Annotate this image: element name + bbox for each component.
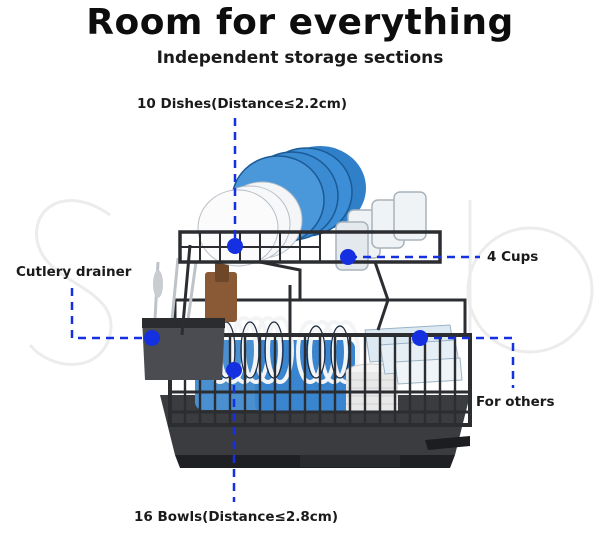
cutlery-caddy (142, 257, 237, 380)
callout-lines (70, 118, 515, 502)
bowls-marker (226, 362, 242, 378)
cutlery-callout-line (70, 288, 150, 340)
cutlery-callout-label: Cutlery drainer (16, 264, 132, 280)
others-marker (412, 330, 428, 346)
dishes-callout-label: 10 Dishes(Distance≤2.2cm) (137, 96, 347, 112)
callout-markers (144, 238, 428, 378)
cups-marker (340, 249, 356, 265)
others-callout-line (420, 336, 515, 388)
cups-callout-label: 4 Cups (487, 249, 539, 265)
page-subtitle: Independent storage sections (156, 48, 444, 68)
cutlery-marker (144, 330, 160, 346)
page-title: Room for everything (86, 2, 514, 43)
upper-rack (178, 146, 442, 336)
bowls-callout-label: 16 Bowls(Distance≤2.8cm) (134, 509, 339, 525)
others-callout-label: For others (476, 394, 555, 410)
cups (335, 191, 427, 271)
dishes (197, 146, 366, 267)
dishes-marker (227, 238, 243, 254)
